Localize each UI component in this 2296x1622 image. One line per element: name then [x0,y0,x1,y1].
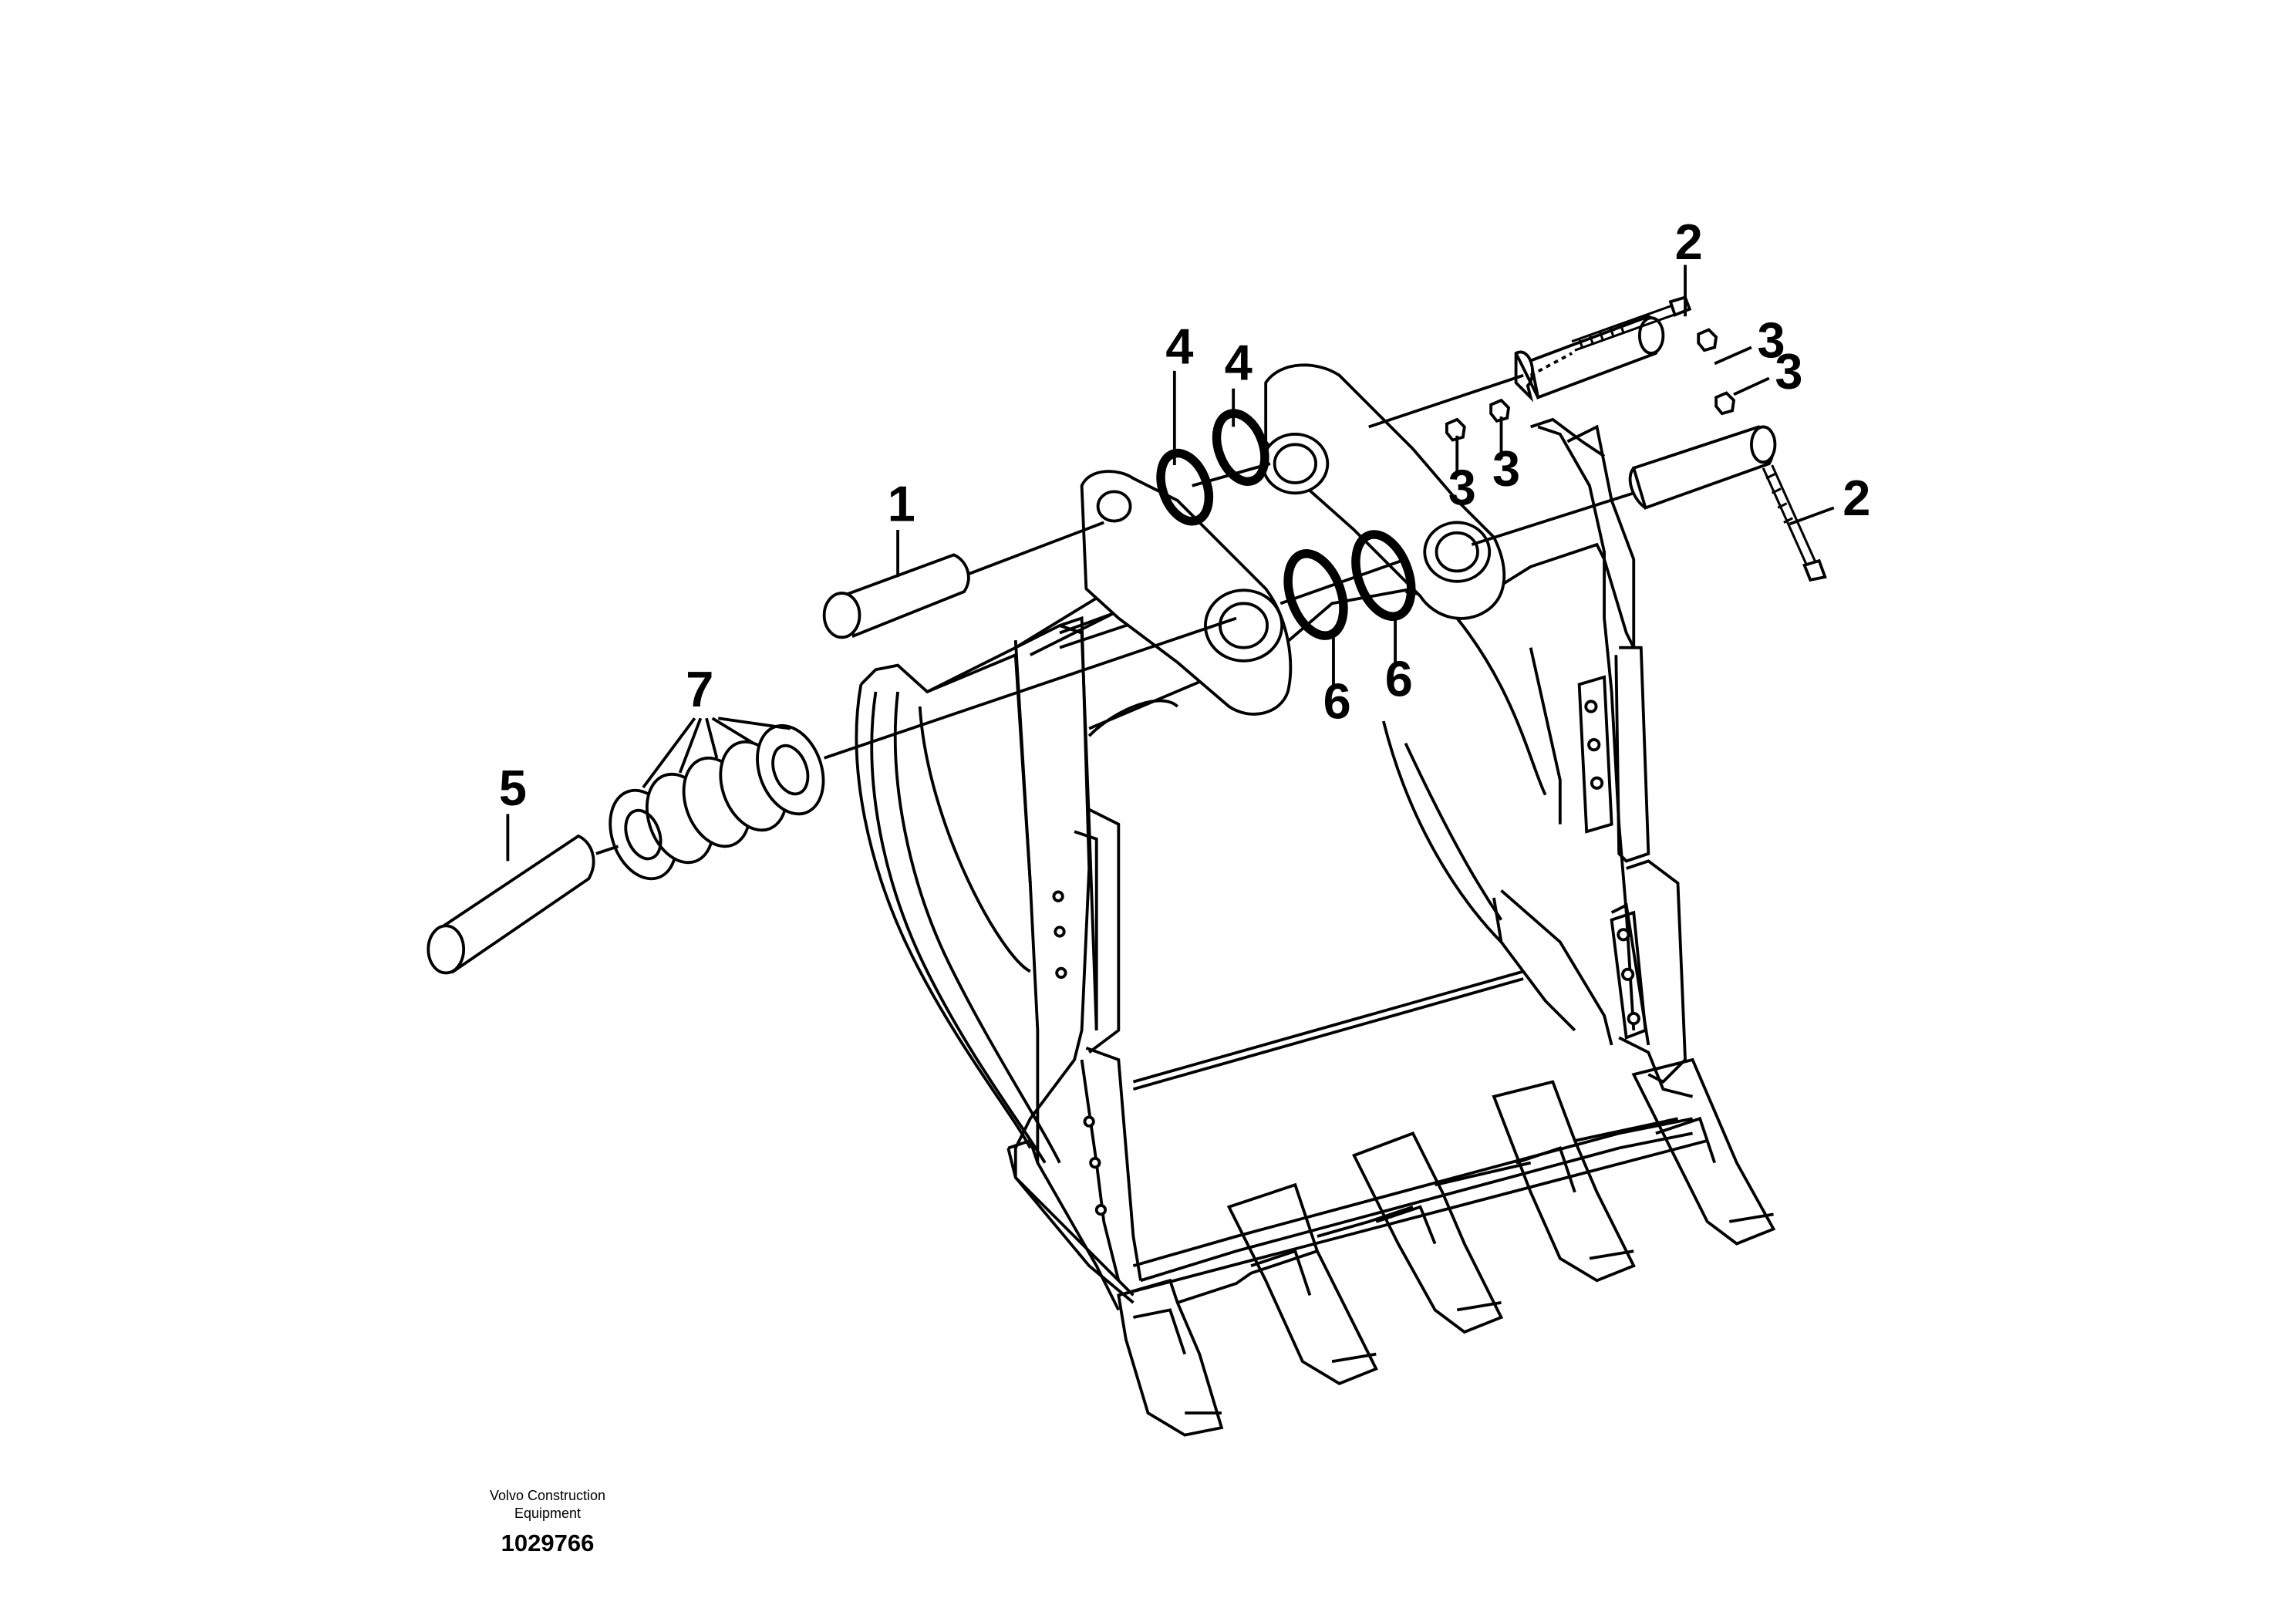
brand-line-1: Volvo Construction [489,1488,606,1503]
hinge-brackets [1080,363,1506,716]
bucket-teeth [1117,1057,1776,1437]
callout-4-a: 4 [1165,318,1193,374]
pin-lower-right [1471,425,1777,546]
callout-1: 1 [888,476,915,532]
pin-5 [426,834,595,975]
brand-line-2: Equipment [514,1506,582,1521]
callout-5: 5 [499,760,527,816]
callout-4-b: 4 [1225,334,1253,390]
callout-2-upper: 2 [1675,214,1703,270]
callout-6-a: 6 [1323,673,1351,729]
bucket-assembly [855,363,1776,1437]
seal-rings [1156,409,1416,640]
callout-3-c: 3 [1448,460,1476,516]
callout-3-b: 3 [1775,343,1802,400]
pin-upper-right [1368,315,1665,429]
brand-caption: Volvo Construction Equipment [432,1487,663,1523]
nuts-3 [1445,328,1736,442]
leader-lines [506,265,1835,862]
pin-1 [822,521,1104,639]
shims-7 [595,616,1237,881]
callout-6-b: 6 [1385,651,1413,707]
callout-labels: 2 3 3 2 3 3 4 4 1 7 5 6 6 [499,214,1870,816]
callout-7: 7 [686,661,713,717]
callout-2-lower: 2 [1843,470,1870,526]
callout-3-a: 3 [1758,312,1785,369]
bolt-2-lower [1762,464,1827,582]
drawing-number: 1029766 [501,1529,595,1556]
callout-3-d: 3 [1492,440,1520,497]
